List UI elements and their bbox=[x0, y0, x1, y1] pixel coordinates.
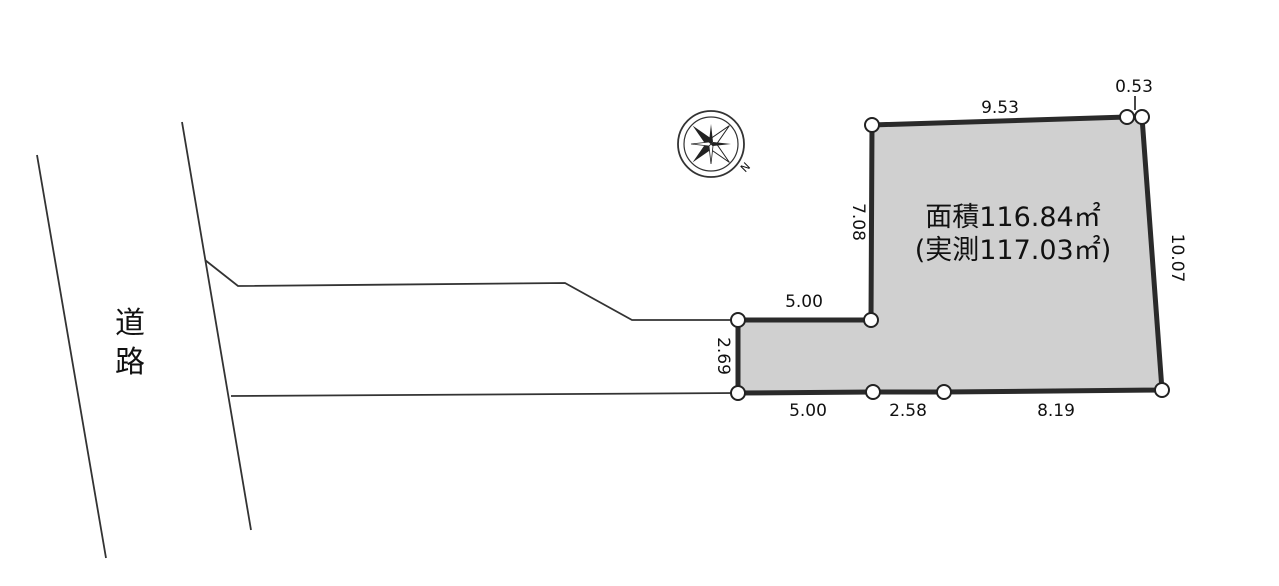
dim-right: 10.07 bbox=[1167, 234, 1187, 283]
dim-bottom-mid: 2.58 bbox=[889, 401, 927, 421]
compass-north-icon bbox=[677, 110, 745, 178]
dim-step-horizontal: 5.00 bbox=[785, 292, 823, 312]
access-path-lower-line bbox=[230, 392, 739, 397]
road-line-left bbox=[36, 154, 107, 559]
boundary-marker bbox=[863, 312, 879, 328]
dim-bottom-left: 5.00 bbox=[789, 401, 827, 421]
dim-top-main: 9.53 bbox=[981, 98, 1019, 118]
boundary-marker bbox=[1154, 382, 1170, 398]
dim-bottom-right: 8.19 bbox=[1037, 401, 1075, 421]
dim-inner-vertical: 7.08 bbox=[848, 203, 868, 241]
area-label: 面積116.84㎡ bbox=[925, 202, 1100, 233]
road-line-right bbox=[181, 121, 252, 531]
road-label-char-2: 路 bbox=[115, 345, 145, 380]
dim-top-small: 0.53 bbox=[1115, 77, 1153, 97]
boundary-marker bbox=[1119, 109, 1135, 125]
boundary-marker bbox=[730, 312, 746, 328]
boundary-marker bbox=[936, 384, 952, 400]
boundary-marker bbox=[730, 385, 746, 401]
measured-area-label: (実測117.03㎡) bbox=[915, 235, 1112, 266]
boundary-marker bbox=[865, 384, 881, 400]
boundary-marker bbox=[864, 117, 880, 133]
dim-left-vertical: 2.69 bbox=[713, 337, 733, 375]
boundary-marker bbox=[1134, 109, 1150, 125]
road-label-char-1: 道 bbox=[115, 306, 145, 341]
lot-area bbox=[738, 117, 1162, 393]
access-path-upper-line bbox=[204, 259, 738, 321]
compass-north-label: N bbox=[738, 160, 753, 175]
